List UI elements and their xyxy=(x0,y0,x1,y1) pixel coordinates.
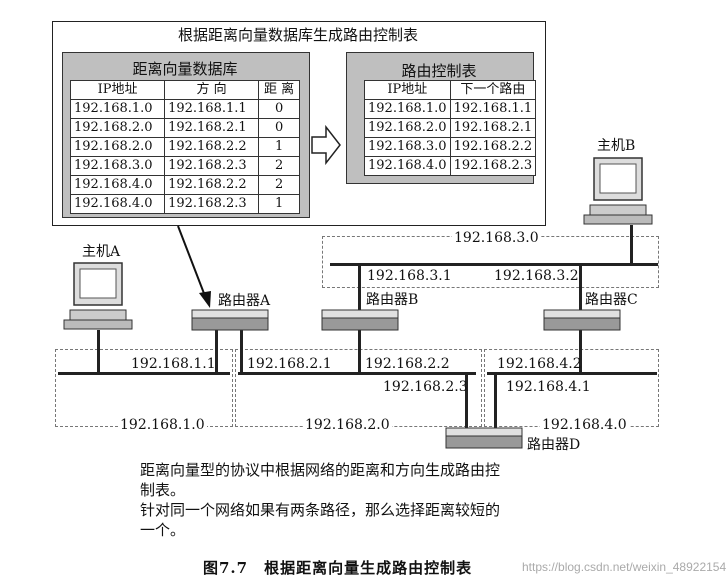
cell-ip: 192.168.4.0 xyxy=(69,194,166,214)
header-distance: 距 离 xyxy=(258,80,300,100)
caption-line-3: 针对同一个网络如果有两条路径，那么选择距离较短的 xyxy=(140,501,501,519)
interface-c4-label: 192.168.4.2 xyxy=(497,356,582,372)
table-row: 192.168.2.0 192.168.2.2 1 xyxy=(69,137,300,157)
router-c-net4-link xyxy=(579,330,582,373)
router-a-net2-link xyxy=(240,330,243,373)
interface-b2-label: 192.168.2.2 xyxy=(365,356,450,372)
network-4-bus xyxy=(487,372,657,375)
network-4-label: 192.168.4.0 xyxy=(540,417,629,433)
pointer-arrow-line xyxy=(177,225,206,297)
caption-line-1: 距离向量型的协议中根据网络的距离和方向生成路由控 xyxy=(140,461,501,479)
cell-ip: 192.168.3.0 xyxy=(69,156,166,176)
pointer-arrowhead-icon xyxy=(199,291,211,308)
interface-c3-label: 192.168.3.2 xyxy=(494,268,579,284)
host-b-link xyxy=(630,225,633,265)
cell-ip: 192.168.2.0 xyxy=(69,137,166,157)
network-1-label: 192.168.1.0 xyxy=(118,417,207,433)
interface-a2-label: 192.168.2.1 xyxy=(247,356,332,372)
interface-a1-label: 192.168.1.1 xyxy=(131,356,216,372)
cell-next-hop: 192.168.2.1 xyxy=(449,118,537,138)
cell-direction: 192.168.2.2 xyxy=(164,175,260,195)
cell-ip: 192.168.1.0 xyxy=(364,99,451,119)
table-row: 192.168.1.0 192.168.1.1 xyxy=(364,99,537,119)
table-row: 192.168.2.0 192.168.2.1 0 xyxy=(69,118,300,138)
table-row: 192.168.1.0 192.168.1.1 0 xyxy=(69,99,300,119)
cell-ip: 192.168.3.0 xyxy=(364,137,451,157)
table-row: 192.168.4.0 192.168.2.2 2 xyxy=(69,175,300,195)
hollow-arrow-icon xyxy=(311,124,341,166)
cell-distance: 1 xyxy=(258,137,300,157)
interface-d2-label: 192.168.2.3 xyxy=(383,379,468,395)
table-row: 192.168.4.0 192.168.2.3 1 xyxy=(69,194,300,214)
router-b-icon xyxy=(321,309,399,331)
cell-ip: 192.168.4.0 xyxy=(69,175,166,195)
frame-title: 根据距离向量数据库生成路由控制表 xyxy=(177,26,418,44)
router-c-label: 路由器C xyxy=(585,292,638,308)
host-b-label: 主机B xyxy=(597,138,636,154)
table-row: 192.168.4.0 192.168.2.3 xyxy=(364,156,537,176)
watermark: https://blog.csdn.net/weixin_48922154 xyxy=(522,560,726,574)
network-3-bus xyxy=(330,263,658,266)
router-d-net2-link xyxy=(465,372,468,428)
interface-b3-label: 192.168.3.1 xyxy=(367,268,452,284)
caption-line-2: 制表。 xyxy=(140,481,186,499)
table-row: 192.168.3.0 192.168.2.2 xyxy=(364,137,537,157)
cell-direction: 192.168.1.1 xyxy=(164,99,260,119)
network-1-bus xyxy=(58,372,230,375)
table-row: 192.168.2.0 192.168.2.1 xyxy=(364,118,537,138)
router-b-label: 路由器B xyxy=(366,292,419,308)
router-b-net3-link xyxy=(358,263,361,311)
network-2-label: 192.168.2.0 xyxy=(303,417,392,433)
distance-db-title: 距离向量数据库 xyxy=(132,60,238,78)
cell-ip: 192.168.4.0 xyxy=(364,156,451,176)
interface-d4-label: 192.168.4.1 xyxy=(506,379,591,395)
router-a-label: 路由器A xyxy=(218,293,271,309)
cell-direction: 192.168.2.3 xyxy=(164,194,260,214)
routing-table-title: 路由控制表 xyxy=(401,62,477,80)
router-d-label: 路由器D xyxy=(527,437,581,453)
caption-line-4: 一个。 xyxy=(140,521,186,539)
host-a-label: 主机A xyxy=(82,244,121,260)
cell-next-hop: 192.168.2.2 xyxy=(449,137,537,157)
network-2-bus xyxy=(238,372,476,375)
cell-ip: 192.168.1.0 xyxy=(69,99,166,119)
host-a-link xyxy=(97,330,100,373)
header-ip: IP地址 xyxy=(364,80,451,100)
cell-next-hop: 192.168.2.3 xyxy=(449,156,537,176)
cell-next-hop: 192.168.1.1 xyxy=(449,99,537,119)
table-header-row: IP地址 方 向 距 离 xyxy=(69,80,300,100)
cell-ip: 192.168.2.0 xyxy=(364,118,451,138)
router-d-icon xyxy=(445,427,523,449)
cell-ip: 192.168.2.0 xyxy=(69,118,166,138)
router-a-net1-link xyxy=(215,330,218,373)
network-3-label: 192.168.3.0 xyxy=(452,230,541,246)
distance-db-table: IP地址 方 向 距 离 192.168.1.0 192.168.1.1 0 1… xyxy=(69,80,300,214)
figure-label: 图7.7 根据距离向量生成路由控制表 xyxy=(203,559,473,577)
cell-direction: 192.168.2.1 xyxy=(164,118,260,138)
router-a-icon xyxy=(191,309,269,331)
routing-table: IP地址 下一个路由 192.168.1.0 192.168.1.1 192.1… xyxy=(364,80,537,176)
router-b-net2-link xyxy=(358,330,361,373)
cell-distance: 1 xyxy=(258,194,300,214)
router-c-net3-link xyxy=(579,263,582,311)
router-c-icon xyxy=(543,309,621,331)
router-d-net4-link xyxy=(494,372,497,428)
